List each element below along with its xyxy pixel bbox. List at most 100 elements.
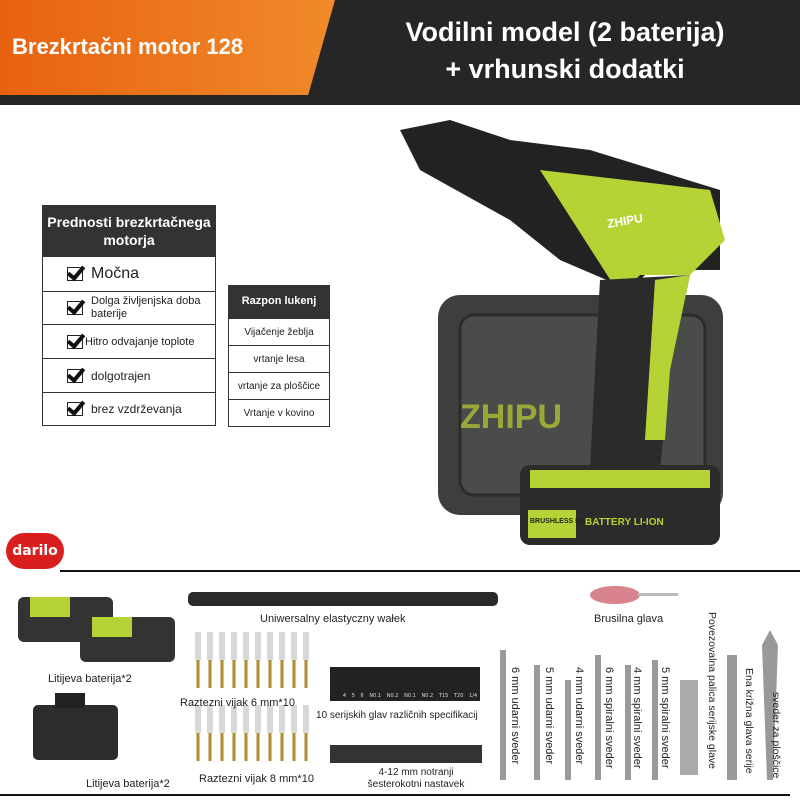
drill-bit (595, 655, 601, 780)
anchor (243, 632, 249, 660)
drill-product-image: ZHIPU ZHIPU BRUSHLESS MOTOR BATTERY LI-I… (400, 120, 725, 545)
advantage-text: brez vzdrževanja (91, 402, 182, 416)
battery-label: Litijeva baterija*2 (48, 673, 132, 685)
advantage-text: Hitro odvajanje toplote (85, 335, 195, 348)
drill-bit (565, 680, 571, 780)
checkbox-icon (67, 402, 83, 416)
advantage-text: dolgotrajen (91, 368, 151, 383)
anchor (219, 632, 225, 660)
sockets-label: 4-12 mm notranji šesterokotni nastavek (367, 767, 465, 790)
drill-label: 4 mm udarni sveder (573, 667, 585, 765)
charger-label: Litijeva baterija*2 (86, 778, 170, 790)
range-row: vrtanje za ploščice (229, 372, 329, 399)
advantages-title: Prednosti brezkrtačnega motorja (43, 206, 215, 256)
anchor-screw (196, 733, 200, 761)
bit-mark: N0.1 (369, 693, 382, 699)
battery-label: BATTERY LI-ION (585, 517, 664, 528)
drill-bit (534, 665, 540, 780)
drill-label: 5 mm udarni sveder (543, 667, 555, 765)
anchor (195, 705, 201, 733)
anchor-screw (232, 660, 236, 688)
anchor-screw (208, 660, 212, 688)
anchor-screw (244, 660, 248, 688)
anchor (291, 705, 297, 733)
anchor-screw (232, 733, 236, 761)
range-row: vrtanje lesa (229, 345, 329, 372)
advantage-row: brez vzdrževanja (43, 392, 215, 425)
bit-mark: 4 (342, 693, 347, 699)
advantage-row: Dolga življenjska doba baterije (43, 291, 215, 324)
anchor6-label: Raztezni vijak 6 mm*10 (180, 697, 295, 709)
anchor-screw (220, 733, 224, 761)
anchor (195, 632, 201, 660)
range-row: Vrtanje v kovino (229, 399, 329, 426)
bottom-divider (0, 794, 790, 796)
drill-label: 4 mm spiralni sveder (631, 667, 643, 769)
gift-badge: darilo (6, 533, 64, 569)
drill-bit (652, 660, 658, 780)
case-brand: ZHIPU (460, 398, 562, 436)
flexible-shaft-icon (188, 592, 498, 606)
drill-bits-icon (500, 650, 658, 780)
drill-brand: ZHIPU (606, 211, 644, 231)
drill-bit (625, 665, 631, 780)
drill-label: 5 mm spiralni sveder (659, 667, 671, 769)
anchors-8mm-icon (195, 705, 309, 761)
socket-set-icon (330, 745, 482, 763)
bit-mark: T20 (454, 693, 464, 699)
anchor (231, 632, 237, 660)
bit-mark: N0.2 (421, 693, 434, 699)
divider (60, 570, 800, 572)
range-title: Razpon lukenj (229, 286, 329, 318)
anchor (207, 705, 213, 733)
bit-mark: 5 (351, 693, 355, 699)
advantage-row: Močna (43, 256, 215, 291)
anchor-screw (256, 660, 260, 688)
anchor (219, 705, 225, 733)
anchor (303, 705, 309, 733)
bit-mark: T15 (438, 693, 449, 699)
advantage-text: Močna (91, 265, 140, 282)
title-line-1: Vodilni model (2 baterija) (405, 17, 725, 47)
tile-label: sveder za ploščice (770, 692, 782, 779)
anchor-screw (256, 733, 260, 761)
advantages-table: Prednosti brezkrtačnega motorja Močna Do… (42, 205, 216, 426)
anchor-screw (244, 733, 248, 761)
anchor-screw (304, 660, 308, 688)
anchor (267, 632, 273, 660)
anchor-screw (304, 733, 308, 761)
anchor-screw (280, 660, 284, 688)
bit-holder-icon (330, 667, 480, 701)
motor-badge: Brezkrtačni motor 128 (0, 0, 335, 95)
charger-icon (33, 705, 118, 760)
range-row: Vijačenje žeblja (229, 318, 329, 345)
anchors-6mm-icon (195, 632, 309, 688)
anchor (279, 705, 285, 733)
drill-label: 6 mm spiralni sveder (603, 667, 615, 769)
anchor-screw (208, 733, 212, 761)
motor-label: BRUSHLESS MOTOR (530, 518, 601, 525)
shaft-label: Uniwersalny elastyczny wałek (260, 613, 406, 625)
tile-drill-icon (762, 630, 778, 780)
anchor-screw (292, 733, 296, 761)
anchor-screw (268, 660, 272, 688)
bit-mark: N0.2 (386, 693, 399, 699)
accessories-image (18, 586, 778, 780)
anchor (243, 705, 249, 733)
bit-mark: 1/4 (469, 693, 478, 699)
checkbox-icon (67, 368, 83, 383)
anchor (255, 705, 261, 733)
page-title: Vodilni model (2 baterija)+ vrhunski dod… (340, 14, 790, 88)
bits-label: 10 serijskih glav različnih specifikacij (316, 710, 478, 721)
anchor-screw (268, 733, 272, 761)
grinding-head-icon (590, 586, 640, 604)
motor-badge-text: Brezkrtačni motor 128 (12, 34, 244, 59)
extension-icon (680, 680, 698, 775)
anchor-screw (280, 733, 284, 761)
checkbox-icon (67, 267, 83, 281)
anchor8-label: Raztezni vijak 8 mm*10 (199, 773, 314, 785)
anchor (291, 632, 297, 660)
range-table: Razpon lukenj Vijačenje žeblja vrtanje l… (228, 285, 330, 427)
checkbox-icon (67, 334, 83, 349)
